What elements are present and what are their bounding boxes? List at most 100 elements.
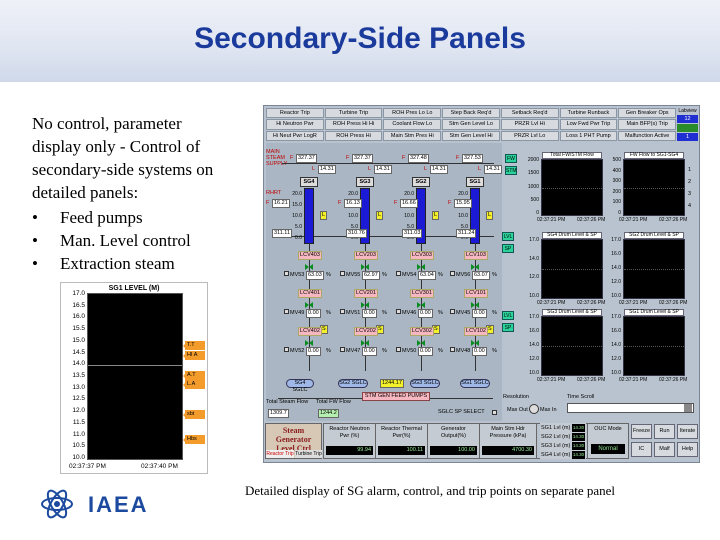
param-value: 100.00 [430, 446, 477, 455]
chart-gridline [542, 187, 602, 189]
tab-turbine-trip[interactable]: Turbine Trip [295, 450, 322, 458]
chart-legend-item: 2 [688, 179, 692, 185]
lcv-tag[interactable]: LCV401 [298, 289, 322, 298]
valve-icon[interactable] [361, 338, 370, 347]
pct-unit: % [438, 310, 443, 316]
body-line: detailed panels: [32, 183, 139, 202]
main-steam-supply-label: MAIN STEAM SUPPLY [266, 149, 288, 167]
valve-icon[interactable] [305, 338, 314, 347]
trip-status-cell[interactable]: Main Stm Pres Hi [383, 130, 442, 141]
chart-tick-label: 100 [612, 199, 621, 206]
trip-status-cell[interactable]: Low Fwd Pwr Trip [559, 119, 618, 130]
valve-icon[interactable] [417, 300, 426, 309]
chart-tick-label: 300 [612, 178, 621, 185]
ouc-mode-label: OUC Mode [594, 426, 622, 432]
trip-status-cell[interactable]: Reactor Trip [266, 108, 324, 119]
valve-icon[interactable] [305, 300, 314, 309]
valve-select-box[interactable] [396, 347, 401, 352]
lcv-tag[interactable]: LCV302 [410, 327, 434, 336]
valve-select-box[interactable] [340, 309, 345, 314]
trip-status-cell[interactable]: Loss 1 PHT Pump [559, 130, 618, 141]
sg-scale-tick: 10.0 [348, 213, 358, 219]
sg-level-bar [304, 188, 314, 244]
valve-select-box[interactable] [284, 309, 289, 314]
valve-select-box[interactable] [340, 271, 345, 276]
resolution-label: Resolution [503, 394, 529, 400]
param-value: 100.11 [378, 446, 425, 455]
valve-icon[interactable] [361, 262, 370, 271]
sg3-sglc-button[interactable]: SG3 SGLC [410, 379, 440, 388]
valve-icon[interactable] [305, 262, 314, 271]
lcv-tag[interactable]: LCV402 [298, 327, 322, 336]
stm-gen-feed-pumps-button[interactable]: STM GEN FEED PUMPS [362, 392, 430, 401]
sglc-sp-select-toggle[interactable] [492, 410, 497, 415]
valve-select-box[interactable] [396, 271, 401, 276]
mv-value: 0.00 [472, 309, 487, 318]
valve-select-box[interactable] [396, 309, 401, 314]
sim-control-button[interactable]: IC [631, 442, 652, 457]
trip-status-cell[interactable]: Main BFP(s) Trip [618, 119, 676, 130]
steam-flow-value: 327.37 [296, 154, 317, 163]
steam-generator-level-ctl[interactable]: Steam Generator Level Ctrl Reactor Trip … [265, 423, 322, 459]
trip-status-cell[interactable]: Turbine Runback [559, 108, 618, 119]
trip-status-cell[interactable]: PRZR Lvl Hi [500, 119, 559, 130]
valve-select-box[interactable] [450, 271, 455, 276]
valve-select-box[interactable] [340, 347, 345, 352]
valve-select-box[interactable] [450, 347, 455, 352]
valve-icon[interactable] [471, 262, 480, 271]
trip-status-cell[interactable]: Stm Gen Level Lo [442, 119, 500, 130]
pct-unit: % [326, 310, 331, 316]
sim-control-button[interactable]: Malf [654, 442, 675, 457]
tab-reactor-trip[interactable]: Reactor Trip [266, 450, 294, 458]
param-header: Main Stm Hdr Pressure (kPa) [489, 426, 527, 439]
trip-status-cell[interactable]: Stm Gen Level Hi [442, 130, 500, 141]
trip-status-cell[interactable]: Turbine Trip [324, 108, 383, 119]
resolution-knob[interactable] [529, 404, 539, 414]
chart-tick-label: 16.0 [529, 328, 539, 334]
valve-select-box[interactable] [450, 309, 455, 314]
trip-status-cell[interactable]: Gen Breaker Ops [618, 108, 676, 119]
trip-status-cell[interactable]: Hi Neut Pwr LogR [266, 130, 324, 141]
sg4-sglc-button[interactable]: SG4 SGLC [286, 379, 314, 393]
trip-status-cell[interactable]: Hi Neutron Pwr [266, 119, 324, 130]
sg2-sglc-button[interactable]: SG2 SGLC [338, 379, 368, 388]
valve-icon[interactable] [471, 338, 480, 347]
sg1-sglc-button[interactable]: SG1 SGLC [460, 379, 490, 388]
time-scroll-slider[interactable] [567, 403, 694, 413]
lcv-tag[interactable]: LCV301 [410, 289, 434, 298]
lcv-tag[interactable]: LCV101 [464, 289, 488, 298]
sim-control-button[interactable]: Help [677, 442, 698, 457]
chart-tick-label: 10.0 [611, 370, 621, 376]
lcv-tag[interactable]: LCV201 [354, 289, 378, 298]
f-label: F [338, 200, 342, 206]
trip-status-cell[interactable]: ROH Pres Lo Lo [383, 108, 442, 119]
valve-icon[interactable] [417, 262, 426, 271]
sg-scale-tick: 20.0 [348, 191, 358, 197]
trip-status-cell[interactable]: PRZR Lvl Lo [500, 130, 559, 141]
lcv-tag[interactable]: LCV103 [464, 251, 488, 260]
valve-icon[interactable] [361, 300, 370, 309]
lcv-tag[interactable]: LCV102 [464, 327, 488, 336]
valve-icon[interactable] [417, 338, 426, 347]
valve-icon[interactable] [471, 300, 480, 309]
valve-select-box[interactable] [284, 271, 289, 276]
trip-status-cell[interactable]: ROH Press Hi [324, 130, 383, 141]
sim-control-button[interactable]: Iterate [677, 424, 698, 439]
sg-level-readout: 14.30 [572, 433, 585, 441]
mv-value: 62.97 [362, 271, 380, 280]
sim-control-button[interactable]: Freeze [631, 424, 652, 439]
lcv-tag[interactable]: LCV202 [354, 327, 378, 336]
trip-status-cell[interactable]: Coolant Flow Lo [383, 119, 442, 130]
lcv-tag[interactable]: LCV203 [354, 251, 378, 260]
chart-tick-label: 14.0 [529, 342, 539, 348]
time-scroll-thumb[interactable] [684, 404, 692, 412]
trip-status-cell[interactable]: Setback Req'd [500, 108, 559, 119]
lcv-tag[interactable]: LCV303 [410, 251, 434, 260]
trip-status-cell[interactable]: ROH Press Hi Hi [324, 119, 383, 130]
sim-control-button[interactable]: Run [654, 424, 675, 439]
lcv-tag[interactable]: LCV403 [298, 251, 322, 260]
trip-status-cell[interactable]: Step Back Req'd [442, 108, 500, 119]
trip-status-cell[interactable]: Malfunction Active [618, 130, 676, 141]
trend-chart-sg1_drum: SG1 Drum Level & SP [623, 309, 685, 376]
valve-select-box[interactable] [284, 347, 289, 352]
